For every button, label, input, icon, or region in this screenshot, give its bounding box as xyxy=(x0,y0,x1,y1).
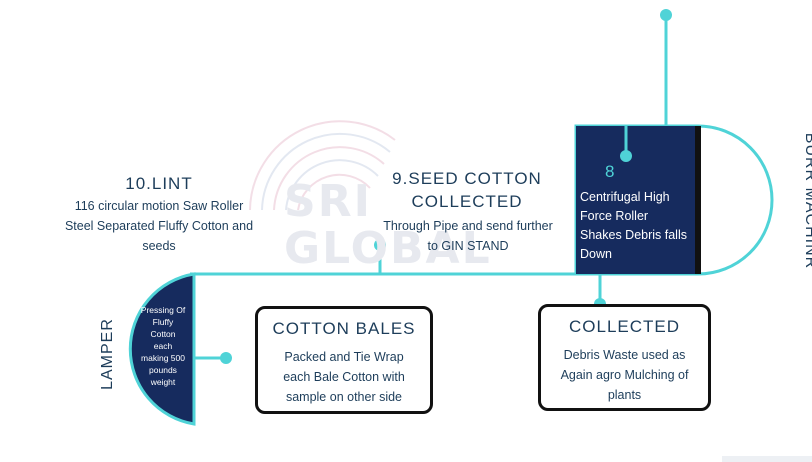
lamper-shape xyxy=(128,272,196,426)
burr-desc-line: Centrifugal High xyxy=(580,190,670,204)
lint-description: 116 circular motion Saw Roller Steel Sep… xyxy=(44,196,274,256)
lamper-label: LAMPER xyxy=(98,318,116,390)
watermark: SRI GLOBAL xyxy=(232,128,502,278)
lint-desc-line: Steel Separated Fluffy Cotton and xyxy=(64,219,254,233)
lint-desc-line: seeds xyxy=(142,239,176,253)
footer-accent-strip xyxy=(722,456,812,462)
watermark-logo xyxy=(249,120,396,211)
burr-desc-line: Force Roller xyxy=(580,209,649,223)
lamper-desc-line: making 500 xyxy=(141,353,185,363)
collected-box: COLLECTED Debris Waste used as Again agr… xyxy=(538,304,711,411)
burr-description: Centrifugal High Force Roller Shakes Deb… xyxy=(580,188,698,264)
lint-title: 10.LINT xyxy=(125,174,193,193)
burr-divider xyxy=(695,126,701,274)
cotton-bales-title: COTTON BALES xyxy=(272,319,416,338)
cotton-bales-box: COTTON BALES Packed and Tie Wrap each Ba… xyxy=(255,306,433,414)
lamper-desc-line: Cotton xyxy=(150,329,176,339)
watermark-line2: GLOBAL xyxy=(284,223,492,274)
seed-cotton-title: 9.SEED COTTON COLLECTED xyxy=(372,167,562,213)
collected-title: COLLECTED xyxy=(568,317,681,336)
seed-desc-line: Through Pipe and send further xyxy=(383,219,553,233)
lamper-dot xyxy=(220,352,232,364)
lamper-desc-line: pounds xyxy=(149,365,177,375)
cotton-bales-description: Packed and Tie Wrap each Bale Cotton wit… xyxy=(258,347,430,407)
watermark-line1: SRI xyxy=(284,176,372,227)
lamper-desc-line: weight xyxy=(150,377,176,387)
seed-desc-line: to GIN STAND xyxy=(427,239,509,253)
burr-block xyxy=(576,126,699,274)
burr-step-number: 8 xyxy=(605,162,615,181)
collected-desc-line: Again agro Mulching of xyxy=(560,368,689,382)
seed-title-line: COLLECTED xyxy=(411,192,523,211)
burr-desc-line: Shakes Debris falls xyxy=(580,228,687,242)
lamper-description: Pressing Of Fluffy Cotton each making 50… xyxy=(140,304,186,388)
burr-machine-label: BURR MACHINR xyxy=(802,132,812,270)
seed-title-line: 9.SEED COTTON xyxy=(392,169,542,188)
lamper-desc-line: each xyxy=(153,341,173,351)
seed-cotton-description: Through Pipe and send further to GIN STA… xyxy=(370,216,566,256)
seed-dot xyxy=(374,239,386,251)
lamper-desc-line: Fluffy xyxy=(152,317,174,327)
collected-description: Debris Waste used as Again agro Mulching… xyxy=(541,345,708,405)
burr-inner-connector xyxy=(620,126,632,162)
lint-desc-line: 116 circular motion Saw Roller xyxy=(74,199,244,213)
bales-desc-line: sample on other side xyxy=(285,390,403,404)
lamper-desc-line: Pressing Of xyxy=(140,305,186,315)
bales-desc-line: each Bale Cotton with xyxy=(283,370,405,384)
collected-desc-line: plants xyxy=(607,388,642,402)
bales-desc-line: Packed and Tie Wrap xyxy=(284,350,404,364)
top-dot xyxy=(660,9,672,21)
burr-desc-line: Down xyxy=(580,247,612,261)
collected-desc-line: Debris Waste used as xyxy=(563,348,686,362)
